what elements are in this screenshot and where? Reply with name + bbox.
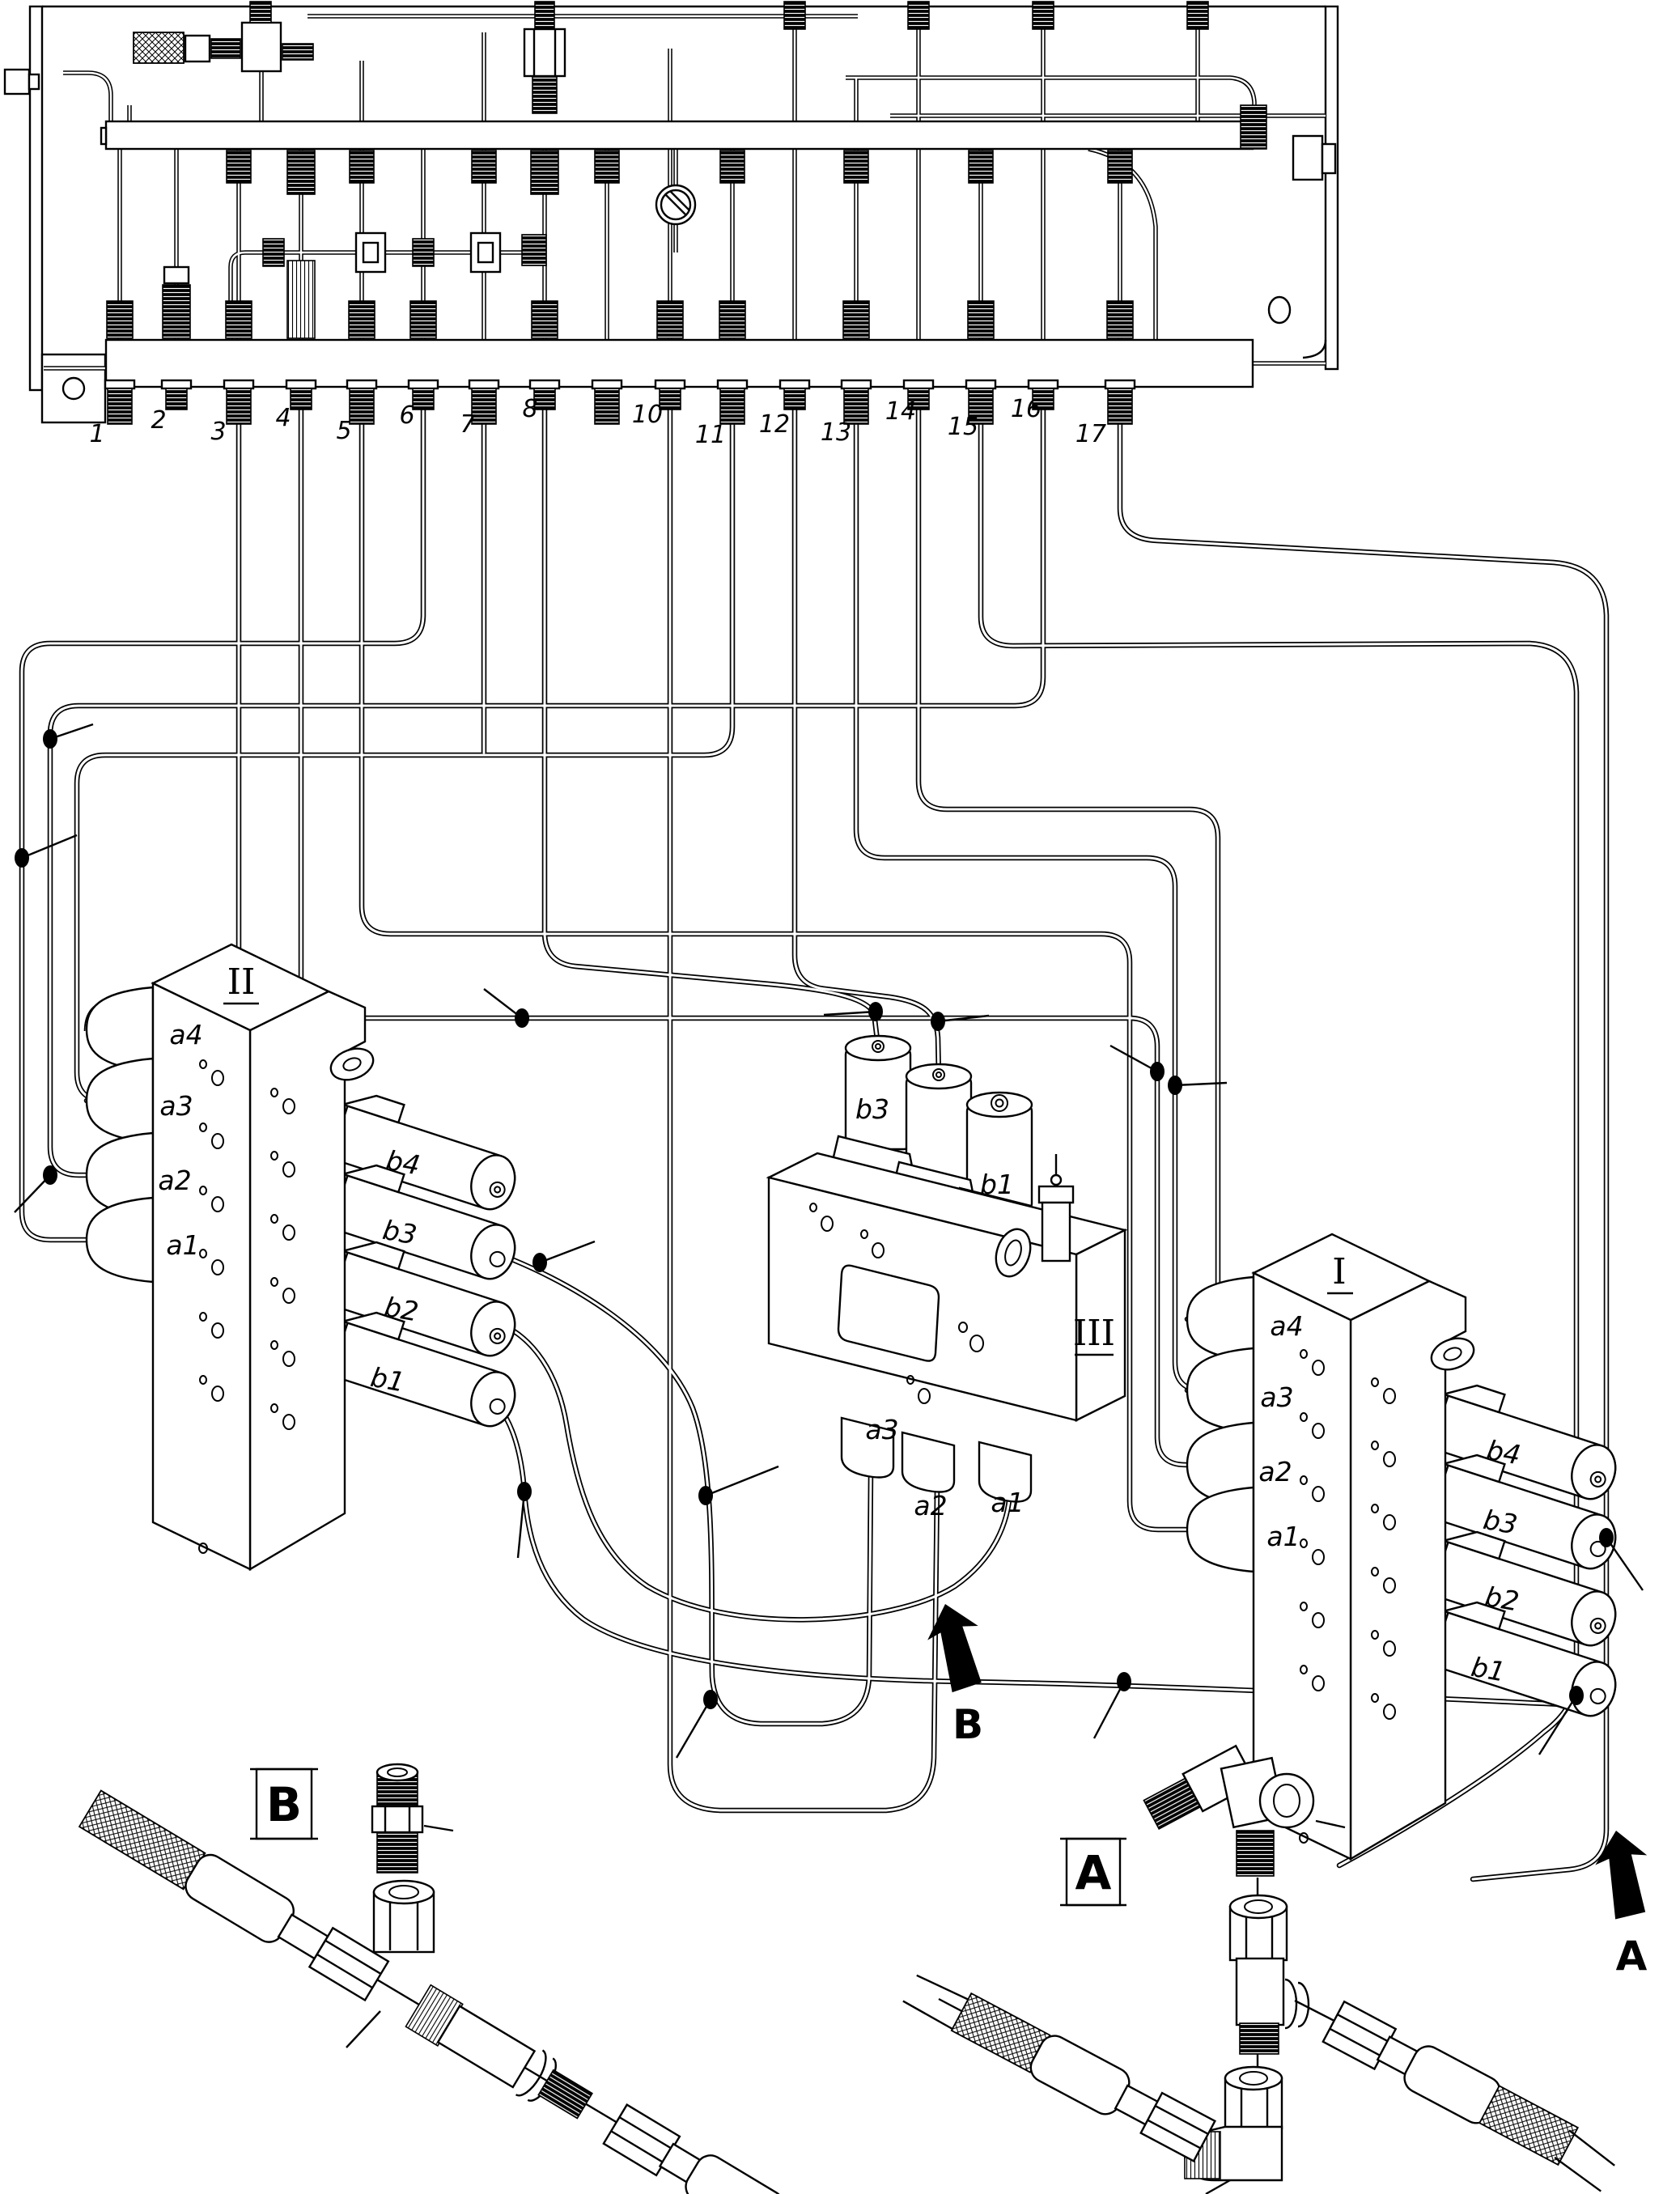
- block-1-port-b4: b4: [1484, 1434, 1523, 1471]
- callout-13: 13: [821, 418, 851, 447]
- block-1-port-b3: b3: [1481, 1504, 1520, 1541]
- manifold-top-fittings: [106, 260, 1134, 339]
- block-2-label: II: [227, 961, 256, 1003]
- hex-valve-fitting: [523, 1, 566, 114]
- block-2-port-a3: a3: [159, 1090, 193, 1122]
- direction-arrow-a: A: [1595, 1831, 1648, 1980]
- rail-fittings: [226, 1, 1267, 195]
- detail-a-label: A: [1075, 1845, 1112, 1900]
- block-2-port-b4: b4: [384, 1144, 422, 1182]
- manifold-stubs: [104, 379, 1136, 425]
- swivel-nut: [1139, 2091, 1216, 2162]
- valve-block-3: III b3 b1 a3 a2 a1: [766, 1034, 1128, 1521]
- callout-17: 17: [1075, 420, 1106, 448]
- knurled-tee-fitting: [133, 1, 314, 73]
- callouts: 1 2 3 4 5 6 7 8 10 11 12 13 14 15 16 17: [89, 395, 1106, 449]
- callout-11: 11: [695, 421, 726, 449]
- upper-rail: [104, 120, 1254, 151]
- frame-bolt: [3, 68, 31, 95]
- hose-braid: [78, 1789, 206, 1891]
- up-arrow-b-icon: [927, 1604, 982, 1693]
- block-3-port-a2: a2: [914, 1490, 947, 1521]
- detail-b-box: B: [250, 1768, 318, 1840]
- detail-b: B: [78, 1763, 785, 2194]
- block-3-label: III: [1073, 1313, 1115, 1354]
- callout-10: 10: [632, 401, 663, 429]
- detail-a-right-hose: [1322, 2000, 1615, 2192]
- detail-a-tee: [1228, 1894, 1310, 2055]
- block-1-port-b2: b2: [1483, 1581, 1521, 1618]
- manifold-bar: [104, 338, 1254, 388]
- detail-b-label: B: [266, 1777, 302, 1832]
- callout-5: 5: [336, 417, 351, 445]
- callout-2: 2: [151, 406, 166, 435]
- frame-right: [1267, 5, 1339, 371]
- valve-block-2: II a4 a3 a2 a1 b4 b3 b2 b1: [85, 943, 528, 1571]
- swivel-nut: [308, 1926, 390, 2002]
- callout-8: 8: [522, 395, 537, 423]
- valve-block-2-body: [85, 943, 528, 1571]
- frame-left: [3, 5, 107, 424]
- callout-16: 16: [1011, 395, 1042, 423]
- block-3-port-b1: b1: [980, 1169, 1014, 1200]
- hose-junctions: [14, 723, 1644, 1759]
- detail-b-hoseline: [78, 1789, 785, 2194]
- block-1-port-b1: b1: [1469, 1651, 1508, 1688]
- hose-braid: [1478, 2085, 1580, 2166]
- block-1-label: I: [1332, 1251, 1346, 1292]
- callout-12: 12: [759, 410, 790, 439]
- arrow-a-label: A: [1616, 1933, 1648, 1980]
- up-arrow-a-icon: [1595, 1831, 1648, 1920]
- frame-hole: [62, 376, 86, 401]
- block-2-port-a2: a2: [158, 1165, 191, 1196]
- block-3-port-a3: a3: [865, 1414, 898, 1445]
- detail-b-branch-nut: [372, 1879, 435, 1954]
- valve-block-1: I a4 a3 a2 a1 b4 b3 b2 b1: [1186, 1233, 1629, 1861]
- detail-a-elbow: [1183, 2065, 1283, 2194]
- block-1-port-a3: a3: [1260, 1381, 1293, 1413]
- pipe-rack-assembly: [3, 1, 1339, 425]
- direction-arrow-b: B: [927, 1604, 983, 1748]
- block-2-port-a1: a1: [166, 1229, 199, 1261]
- block-1-port-a4: a4: [1270, 1310, 1303, 1342]
- block-2-port-b2: b2: [382, 1291, 421, 1328]
- detail-a-left-hose: [902, 1974, 1216, 2162]
- block-3-window: [837, 1264, 940, 1362]
- block-2-port-b1: b1: [368, 1361, 407, 1398]
- callout-14: 14: [885, 397, 916, 426]
- hose: [83, 385, 242, 1033]
- hose: [541, 385, 881, 1050]
- frame-bolt: [1292, 134, 1324, 181]
- detail-a-banjo-fitting: [1143, 1744, 1346, 1877]
- block-1-port-a1: a1: [1266, 1521, 1300, 1552]
- block-3-port-b3: b3: [855, 1093, 889, 1125]
- block-2-port-b3: b3: [380, 1214, 419, 1251]
- callout-7: 7: [460, 410, 475, 439]
- gauge-fitting: [655, 184, 697, 226]
- tee-body: [436, 2005, 537, 2089]
- callout-3: 3: [210, 418, 226, 446]
- detail-a-box: A: [1060, 1837, 1126, 1907]
- callout-6: 6: [399, 401, 414, 430]
- callout-1: 1: [89, 420, 104, 448]
- frame-hole: [1267, 295, 1292, 325]
- block-2-port-a4: a4: [169, 1019, 202, 1050]
- mid-run-tees: [262, 231, 547, 274]
- block-3-relief-valve: [995, 1154, 1075, 1278]
- callout-15: 15: [948, 413, 978, 441]
- hose-ferrule: [685, 2154, 785, 2194]
- block-3-cylinders: [844, 1034, 1033, 1212]
- block-1-port-a2: a2: [1258, 1456, 1292, 1487]
- detail-b-nipple: [371, 1763, 454, 1874]
- detail-a: A: [902, 1744, 1615, 2194]
- arrow-b-label: B: [952, 1701, 983, 1748]
- block-3-port-a1: a1: [991, 1487, 1024, 1518]
- callout-4: 4: [275, 404, 291, 432]
